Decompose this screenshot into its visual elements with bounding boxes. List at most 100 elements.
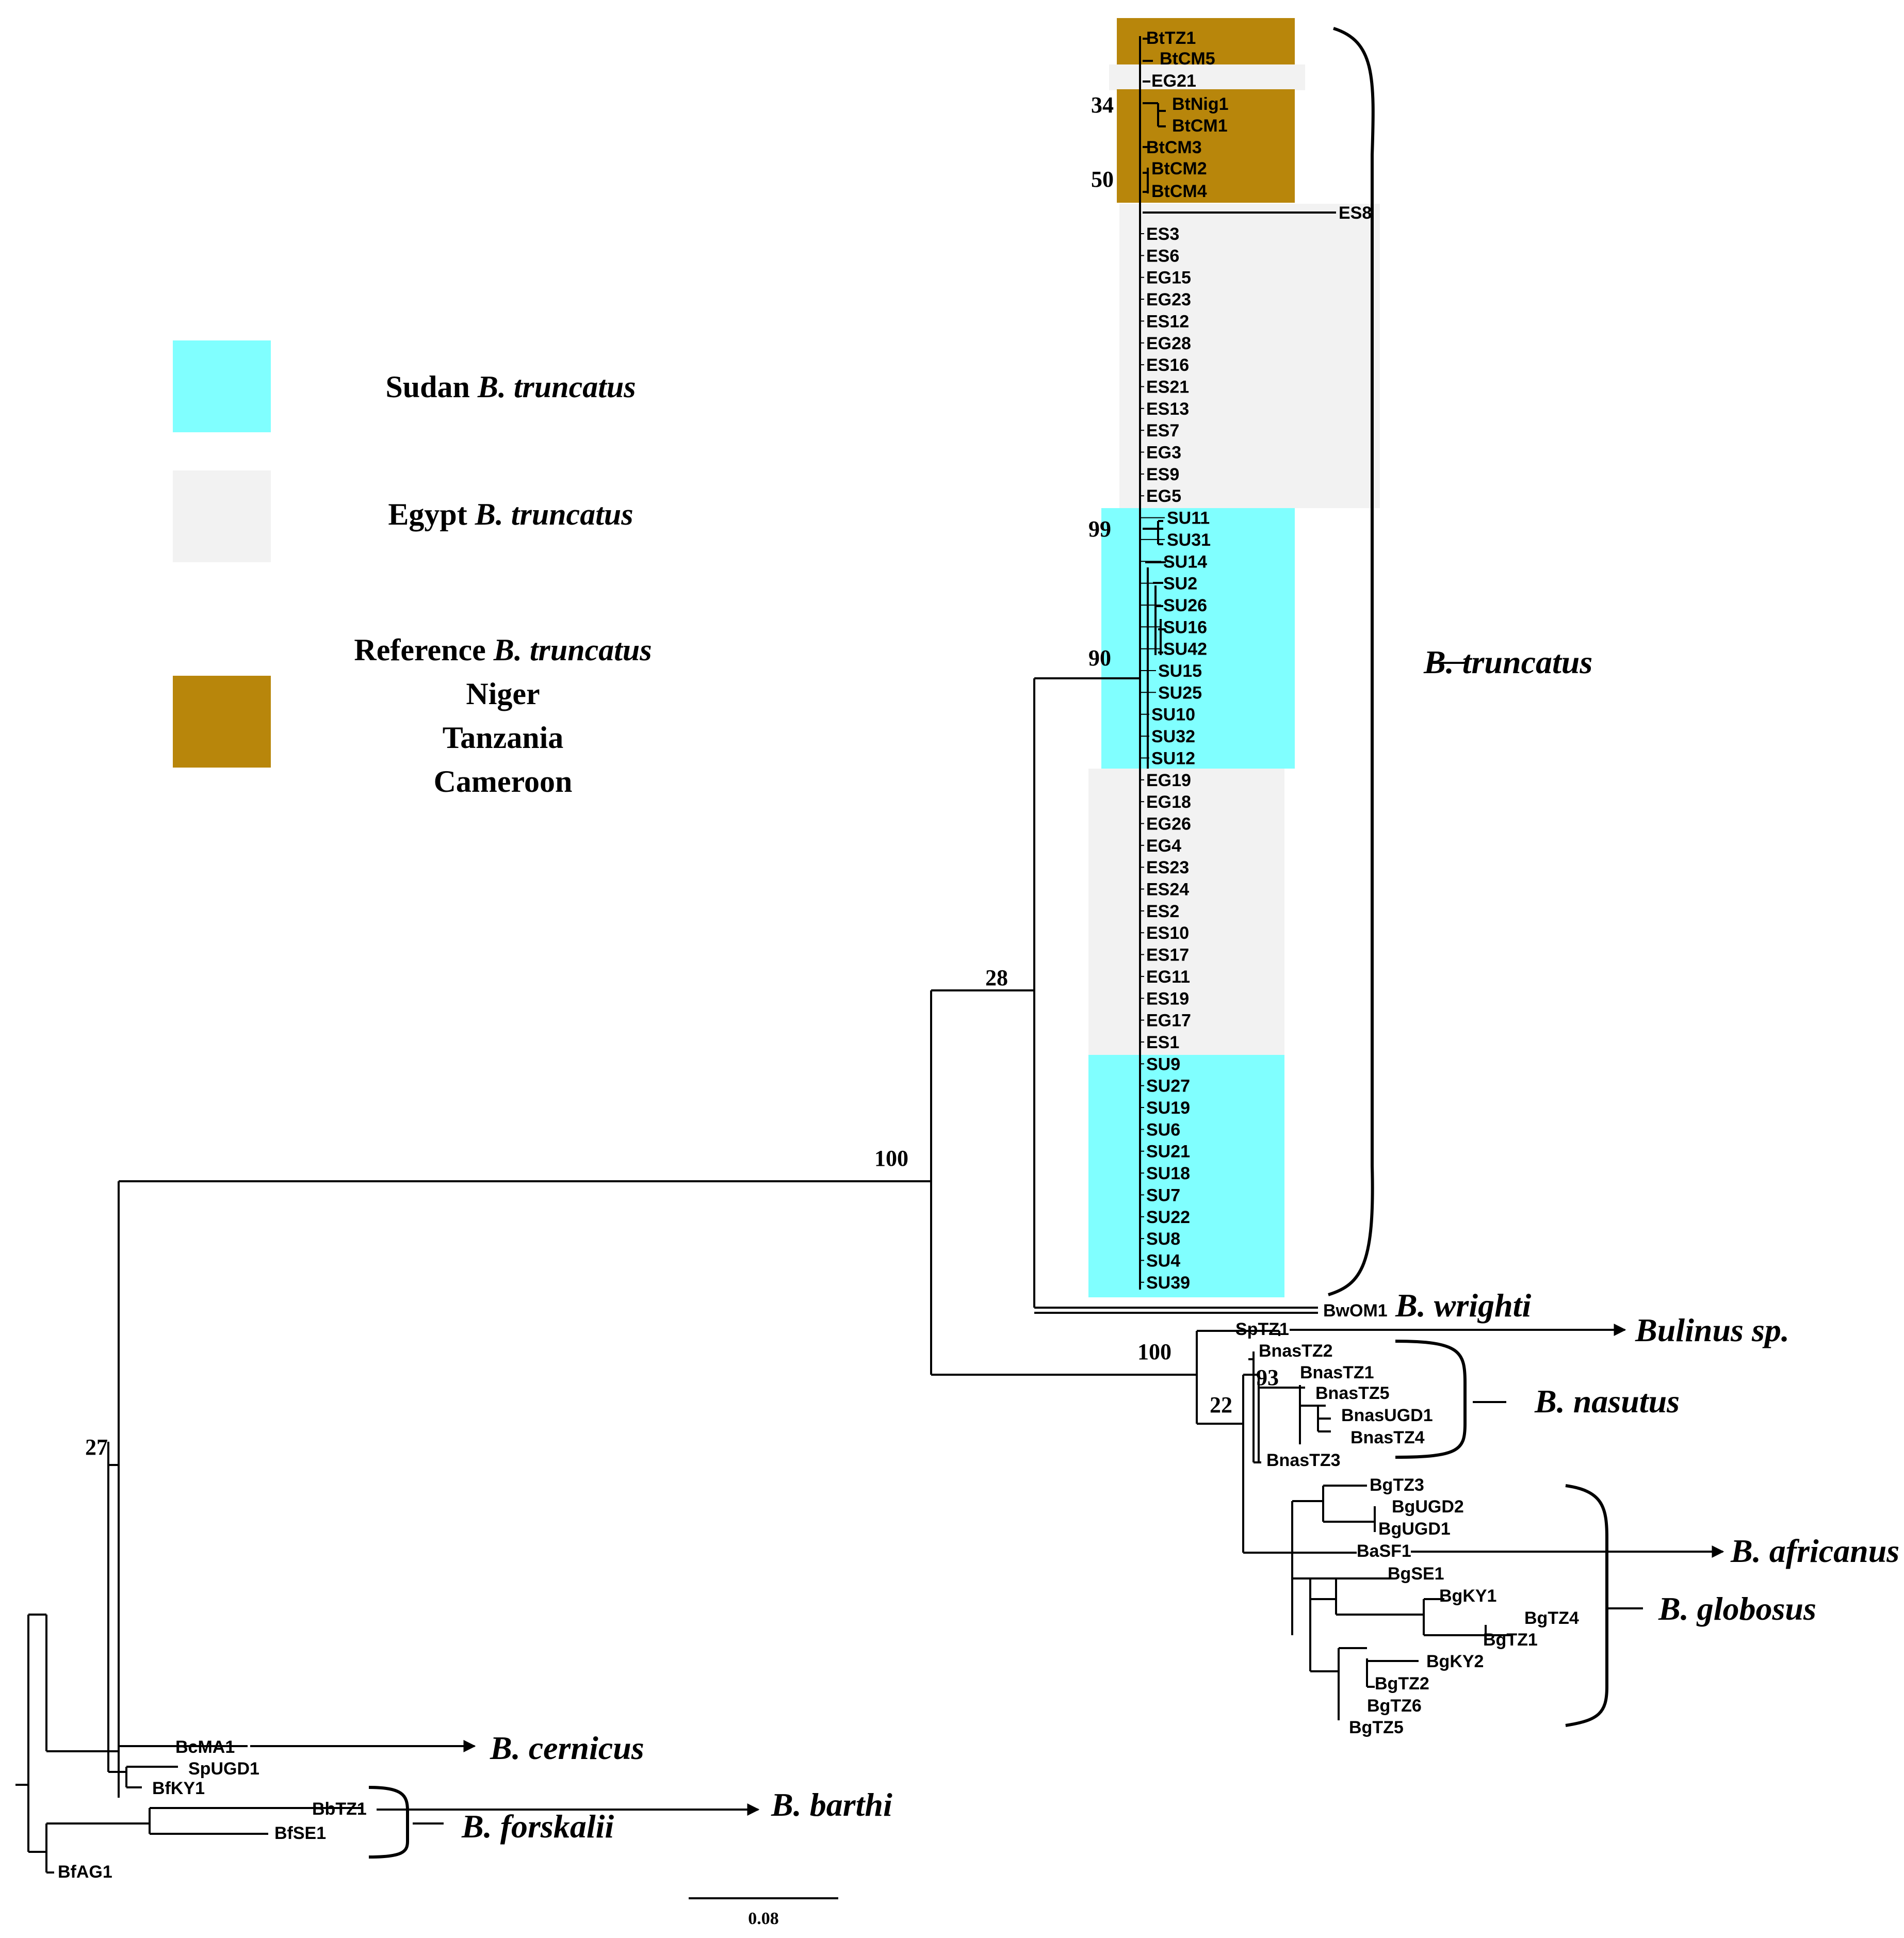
legend-label-egypt: Egypt B. truncatus: [388, 497, 633, 531]
leaf-label: SU16: [1163, 617, 1207, 637]
leaf-label: BgUGD1: [1378, 1519, 1451, 1539]
leaf-label: EG19: [1146, 771, 1191, 790]
tree-branches: [15, 36, 1511, 1874]
leaf-label: SU7: [1146, 1185, 1180, 1205]
leaf-label: ES17: [1146, 946, 1189, 965]
leaf-label: SU11: [1167, 509, 1210, 528]
leaf-label: EG21: [1151, 71, 1196, 91]
outgroup-leaf-labels: BwOM1 SpTZ1 BnasTZ2 BnasTZ1 BnasTZ5 Bnas…: [58, 1301, 1579, 1882]
leaf-label: BgSE1: [1388, 1564, 1444, 1584]
leaf-label: ES7: [1146, 421, 1179, 441]
leaf-label: SU21: [1146, 1142, 1190, 1162]
species-label-globosus: B. globosus: [1658, 1590, 1816, 1627]
bootstrap-value: 99: [1088, 516, 1111, 542]
highlight-sudan-2: [1088, 1055, 1284, 1297]
leaf-label: BgTZ2: [1375, 1674, 1429, 1693]
leaf-label: BgKY2: [1426, 1652, 1484, 1671]
leaf-label: ES3: [1146, 224, 1179, 244]
leaf-label: ES16: [1146, 355, 1189, 375]
leaf-label: ES12: [1146, 312, 1189, 331]
bootstrap-value: 34: [1091, 92, 1114, 118]
bootstrap-value: 100: [1137, 1339, 1171, 1364]
scale-bar-label: 0.08: [748, 1909, 779, 1928]
leaf-label: BtNig1: [1172, 94, 1229, 114]
leaf-label: SU14: [1163, 552, 1207, 572]
highlight-sudan-1: [1101, 508, 1295, 769]
legend-country-niger: Niger: [466, 677, 540, 711]
leaf-label: BbTZ1: [312, 1799, 367, 1819]
species-label-wrighti: B. wrighti: [1395, 1287, 1531, 1324]
species-label-bulinus-sp: Bulinus sp.: [1635, 1312, 1789, 1348]
leaf-label: BcMA1: [175, 1737, 235, 1757]
leaf-label: BgTZ6: [1367, 1696, 1422, 1716]
leaf-label: SU6: [1146, 1120, 1180, 1139]
leaf-label: BtCM4: [1151, 182, 1207, 201]
leaf-label: BtCM5: [1160, 49, 1215, 69]
leaf-label: ES1: [1146, 1033, 1179, 1052]
leaf-label: BnasTZ2: [1259, 1341, 1333, 1361]
leaf-label: ES2: [1146, 902, 1179, 921]
bootstrap-values: 34 50 99 90 28 100 100 93 22 27: [85, 92, 1279, 1460]
leaf-label: SU12: [1151, 748, 1195, 768]
legend-country-cameroon: Cameroon: [434, 764, 573, 799]
leaf-label: ES23: [1146, 858, 1189, 877]
leaf-label: SU27: [1146, 1077, 1190, 1096]
leaf-label: SU2: [1163, 574, 1197, 594]
species-label-nasutus: B. nasutus: [1534, 1383, 1680, 1420]
highlight-egypt-eg21: [1109, 64, 1305, 90]
species-label-truncatus: B. truncatus: [1423, 644, 1592, 680]
leaf-label: SU26: [1163, 596, 1207, 615]
leaf-label: EG3: [1146, 443, 1181, 463]
leaf-label: ES24: [1146, 880, 1189, 900]
legend-swatch-sudan: [173, 340, 271, 432]
leaf-label: BnasTZ4: [1350, 1428, 1425, 1447]
species-label-africanus: B. africanus: [1730, 1533, 1899, 1569]
leaf-label: SU22: [1146, 1208, 1190, 1227]
leaf-label: BnasTZ3: [1266, 1451, 1341, 1470]
leaf-label: SU19: [1146, 1098, 1190, 1118]
leaf-label: BaSF1: [1357, 1541, 1411, 1561]
bootstrap-value: 27: [85, 1435, 108, 1460]
legend-label-reference: Reference B. truncatus: [354, 633, 652, 667]
leaf-label: EG4: [1146, 836, 1181, 856]
truncatus-leaf-labels-main: ES3ES6EG15EG23ES12EG28ES16ES21ES13ES7EG3…: [1141, 224, 1211, 1293]
leaf-label: ES21: [1146, 378, 1189, 397]
leaf-label: SU9: [1146, 1054, 1180, 1074]
species-label-cernicus: B. cernicus: [490, 1730, 644, 1766]
scale-bar: 0.08: [689, 1897, 838, 1928]
leaf-label: BnasTZ5: [1315, 1383, 1390, 1403]
bootstrap-value: 100: [874, 1146, 908, 1171]
leaf-label: EG11: [1146, 967, 1190, 987]
leaf-label: SU25: [1158, 683, 1202, 703]
leaf-label: SU32: [1151, 727, 1195, 746]
leaf-label: SpUGD1: [188, 1759, 259, 1779]
leaf-label: ES8: [1339, 203, 1372, 223]
legend-label-sudan: Sudan B. truncatus: [385, 370, 636, 404]
leaf-label-bwom1: BwOM1: [1323, 1301, 1388, 1321]
species-label-forskalii: B. forskalii: [461, 1808, 614, 1845]
leaf-label: ES10: [1146, 923, 1189, 943]
leaf-label: BgTZ3: [1370, 1475, 1424, 1495]
species-arrows: [250, 662, 1724, 1825]
leaf-label: BtCM3: [1146, 138, 1202, 157]
leaf-label: BgUGD2: [1392, 1497, 1464, 1517]
leaf-label: EG5: [1146, 486, 1181, 506]
leaf-label: BfAG1: [58, 1862, 112, 1882]
species-label-barthi: B. barthi: [771, 1786, 892, 1823]
bootstrap-value: 93: [1256, 1365, 1279, 1390]
leaf-label: EG26: [1146, 815, 1191, 834]
leaf-label: SU8: [1146, 1229, 1180, 1249]
legend-swatch-reference: [173, 676, 271, 768]
leaf-label: ES19: [1146, 989, 1189, 1008]
leaf-label: ES13: [1146, 399, 1189, 419]
leaf-label: BgTZ1: [1483, 1630, 1538, 1650]
leaf-label: EG23: [1146, 290, 1191, 310]
leaf-label: BtTZ1: [1146, 28, 1196, 48]
leaf-label: SU18: [1146, 1164, 1190, 1183]
leaf-label: EG17: [1146, 1011, 1191, 1031]
leaf-label: EG28: [1146, 334, 1191, 353]
leaf-label: BgTZ4: [1524, 1608, 1579, 1628]
highlight-egypt-2: [1088, 769, 1284, 1055]
leaf-label: EG15: [1146, 268, 1191, 288]
